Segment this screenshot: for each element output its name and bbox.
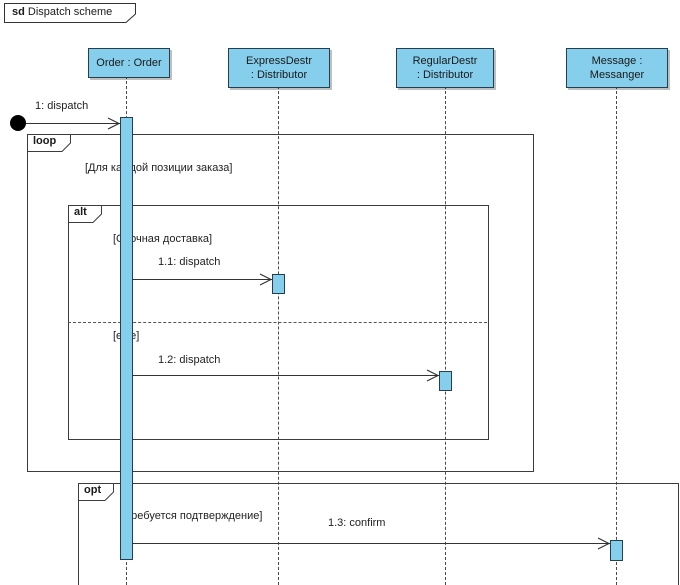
message-1-label[interactable]: 1: dispatch [35,100,89,112]
lifeline-message[interactable] [616,86,617,585]
found-message-circle-icon [10,115,26,131]
message-1-2-line[interactable] [132,375,439,376]
lifeline-head-regular[interactable]: RegularDestr : Distributor [396,48,494,88]
lifeline-message-name-line1: Message : [591,55,643,67]
opt-operator-label[interactable]: opt [78,483,114,501]
lifeline-order-name: Order : Order [96,57,162,69]
loop-operator-text: loop [33,135,57,147]
diagram-title: sd Dispatch scheme [12,6,112,18]
open-arrowhead-icon [426,369,439,382]
message-1-3-line[interactable] [132,543,610,544]
activation-regular[interactable] [439,371,452,391]
opt-fragment[interactable] [78,483,679,585]
loop-fragment[interactable] [27,134,534,472]
activation-order[interactable] [120,117,133,560]
pentagon-shape [78,483,114,501]
lifeline-express-name-line2: : Distributor [250,69,308,81]
diagram-title-tab[interactable]: sd Dispatch scheme [4,3,144,24]
open-arrowhead-icon [259,273,272,286]
pentagon-shape [27,134,71,152]
title-keyword: sd [12,6,25,18]
lifeline-express-name-line1: ExpressDestr [245,55,313,67]
lifeline-express[interactable] [278,86,279,585]
message-1-line[interactable] [26,123,120,124]
lifeline-message-name-line2: Messanger [589,69,645,81]
alt-operator-label[interactable]: alt [68,205,102,223]
message-1-1-label[interactable]: 1.1: dispatch [158,256,221,268]
lifeline-head-message[interactable]: Message : Messanger [566,48,668,88]
open-arrowhead-icon [597,537,610,550]
alt-guard[interactable]: [Срочная доставка] [113,233,213,245]
title-tab-shape [4,3,136,23]
activation-express[interactable] [272,274,285,294]
message-1-2-label[interactable]: 1.2: dispatch [158,354,221,366]
loop-guard[interactable]: [Для каждой позиции заказа] [85,162,233,174]
lifeline-regular[interactable] [445,86,446,585]
activation-message[interactable] [610,540,623,561]
opt-guard[interactable]: [Требуется подтверждение] [122,510,263,522]
lifeline-head-express[interactable]: ExpressDestr : Distributor [228,48,330,88]
opt-operator-text: opt [84,484,102,496]
pentagon-shape [68,205,102,223]
alt-else-divider [68,322,487,323]
title-name: Dispatch scheme [27,6,113,18]
lifeline-regular-name-line1: RegularDestr [412,55,478,67]
lifeline-head-order[interactable]: Order : Order [88,48,170,78]
lifeline-regular-name-line2: : Distributor [416,69,474,81]
message-1-3-label[interactable]: 1.3: confirm [328,517,386,529]
loop-operator-label[interactable]: loop [27,134,71,152]
message-1-1-line[interactable] [132,279,272,280]
open-arrowhead-icon [107,117,120,130]
alt-operator-text: alt [74,206,87,218]
